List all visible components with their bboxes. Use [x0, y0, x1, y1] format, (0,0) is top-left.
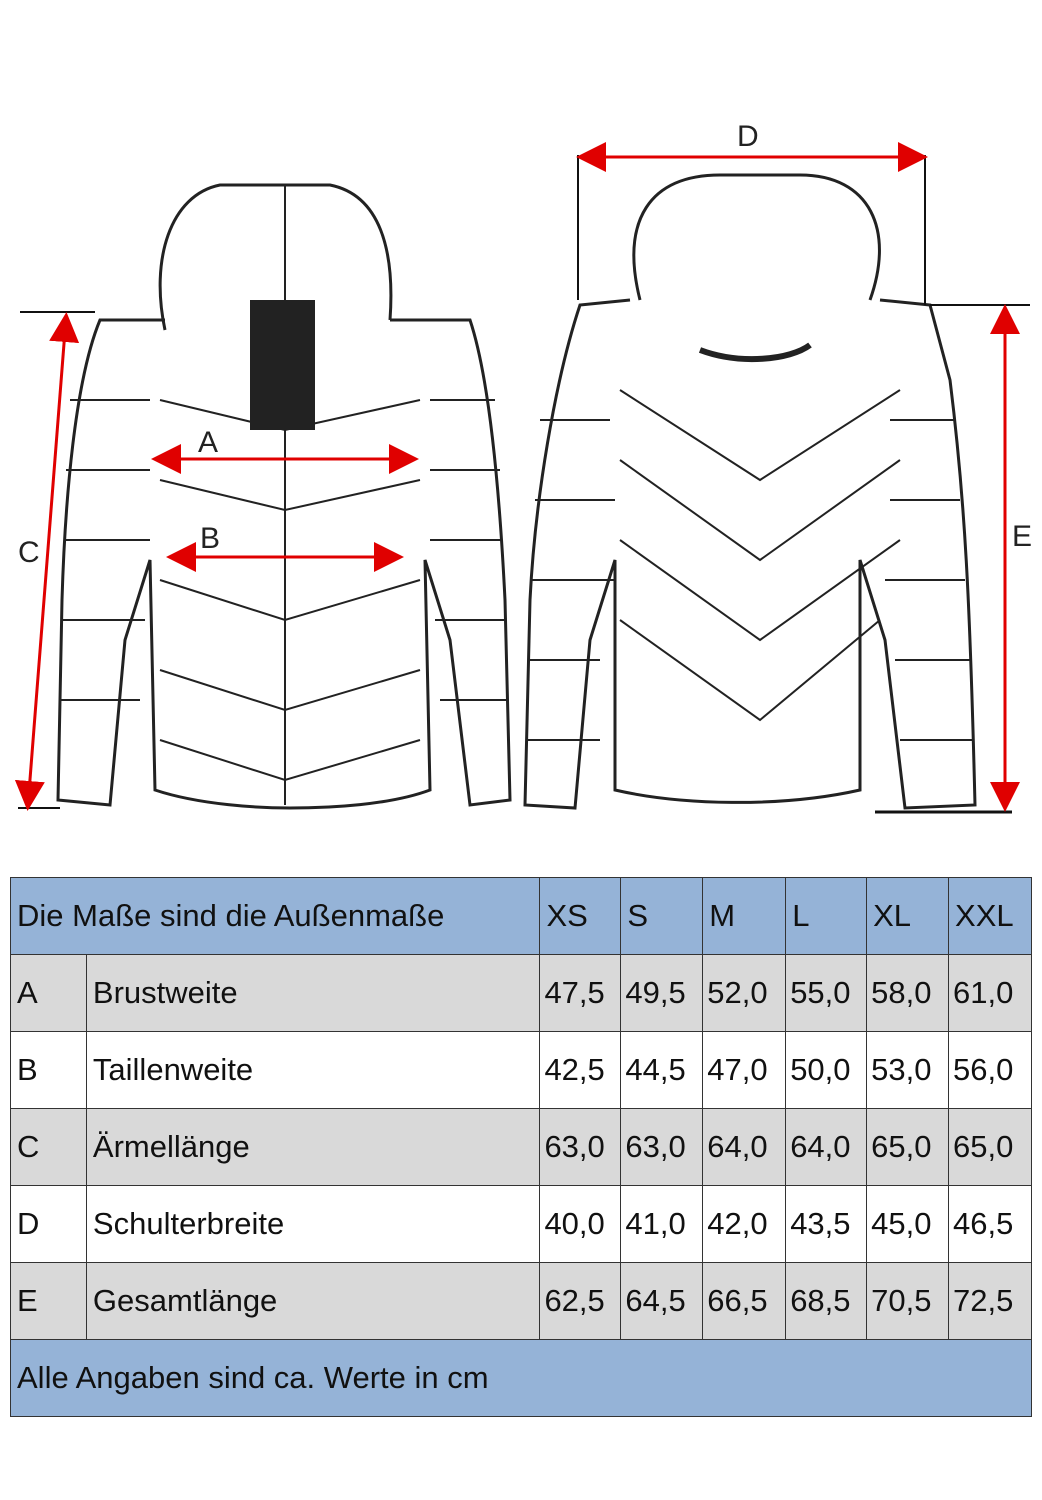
label-c: C	[18, 536, 40, 569]
cell-value: 62,5	[539, 1262, 622, 1340]
cell-value: 65,0	[866, 1108, 950, 1186]
row-key: C	[10, 1108, 87, 1186]
size-header: L	[785, 877, 868, 955]
cell-value: 63,0	[539, 1108, 622, 1186]
row-key: A	[10, 954, 87, 1032]
cell-value: 44,5	[620, 1031, 704, 1109]
cell-value: 61,0	[948, 954, 1032, 1032]
row-key: B	[10, 1031, 87, 1109]
cell-value: 40,0	[539, 1185, 622, 1263]
cell-value: 42,0	[702, 1185, 787, 1263]
cell-value: 70,5	[866, 1262, 950, 1340]
table-footer-note: Alle Angaben sind ca. Werte in cm	[10, 1339, 1032, 1417]
cell-value: 65,0	[948, 1108, 1032, 1186]
cell-value: 49,5	[620, 954, 704, 1032]
cell-value: 64,0	[785, 1108, 868, 1186]
label-a: A	[198, 426, 218, 459]
arrow-c	[14, 312, 80, 811]
row-name: Schulterbreite	[85, 1185, 541, 1263]
cell-value: 46,5	[948, 1185, 1032, 1263]
label-b: B	[200, 522, 220, 555]
jacket-measurement-diagram: A B C D E	[14, 120, 1032, 814]
cell-value: 41,0	[620, 1185, 704, 1263]
cell-value: 53,0	[866, 1031, 950, 1109]
cell-value: 58,0	[866, 954, 950, 1032]
size-header: XXL	[948, 877, 1032, 955]
cell-value: 52,0	[702, 954, 787, 1032]
front-jacket-drawing	[56, 183, 512, 810]
size-header: M	[702, 877, 787, 955]
size-table: Die Maße sind die Außenmaße XS S M L XL …	[9, 877, 1032, 1417]
row-name: Taillenweite	[85, 1031, 541, 1109]
cell-value: 47,5	[539, 954, 622, 1032]
cell-value: 64,5	[620, 1262, 704, 1340]
row-name: Ärmellänge	[85, 1108, 541, 1186]
table-row: A Brustweite 47,5 49,5 52,0 55,0 58,0 61…	[10, 954, 1032, 1032]
table-row: C Ärmellänge 63,0 63,0 64,0 64,0 65,0 65…	[10, 1108, 1032, 1186]
cell-value: 64,0	[702, 1108, 787, 1186]
cell-value: 55,0	[785, 954, 868, 1032]
table-footer-row: Alle Angaben sind ca. Werte in cm	[10, 1339, 1032, 1417]
cell-value: 56,0	[948, 1031, 1032, 1109]
label-e: E	[1012, 520, 1032, 553]
cell-value: 63,0	[620, 1108, 704, 1186]
reference-lines	[18, 155, 1030, 814]
cell-value: 45,0	[866, 1185, 950, 1263]
measurement-arrows	[14, 142, 1020, 812]
label-d: D	[737, 120, 759, 153]
table-row: E Gesamtlänge 62,5 64,5 66,5 68,5 70,5 7…	[10, 1262, 1032, 1340]
cell-value: 68,5	[785, 1262, 868, 1340]
cell-value: 72,5	[948, 1262, 1032, 1340]
size-header: XS	[539, 877, 622, 955]
cell-value: 42,5	[539, 1031, 622, 1109]
row-key: D	[10, 1185, 87, 1263]
cell-value: 50,0	[785, 1031, 868, 1109]
table-title: Die Maße sind die Außenmaße	[9, 877, 541, 955]
row-name: Brustweite	[85, 954, 541, 1032]
table-header-row: Die Maße sind die Außenmaße XS S M L XL …	[9, 877, 1032, 955]
cell-value: 66,5	[702, 1262, 787, 1340]
size-header: S	[620, 877, 704, 955]
table-row: D Schulterbreite 40,0 41,0 42,0 43,5 45,…	[10, 1185, 1032, 1263]
back-jacket-drawing	[523, 173, 977, 810]
row-name: Gesamtlänge	[85, 1262, 541, 1340]
row-key: E	[10, 1262, 87, 1340]
cell-value: 43,5	[785, 1185, 868, 1263]
cell-value: 47,0	[702, 1031, 787, 1109]
size-header: XL	[866, 877, 950, 955]
table-row: B Taillenweite 42,5 44,5 47,0 50,0 53,0 …	[10, 1031, 1032, 1109]
